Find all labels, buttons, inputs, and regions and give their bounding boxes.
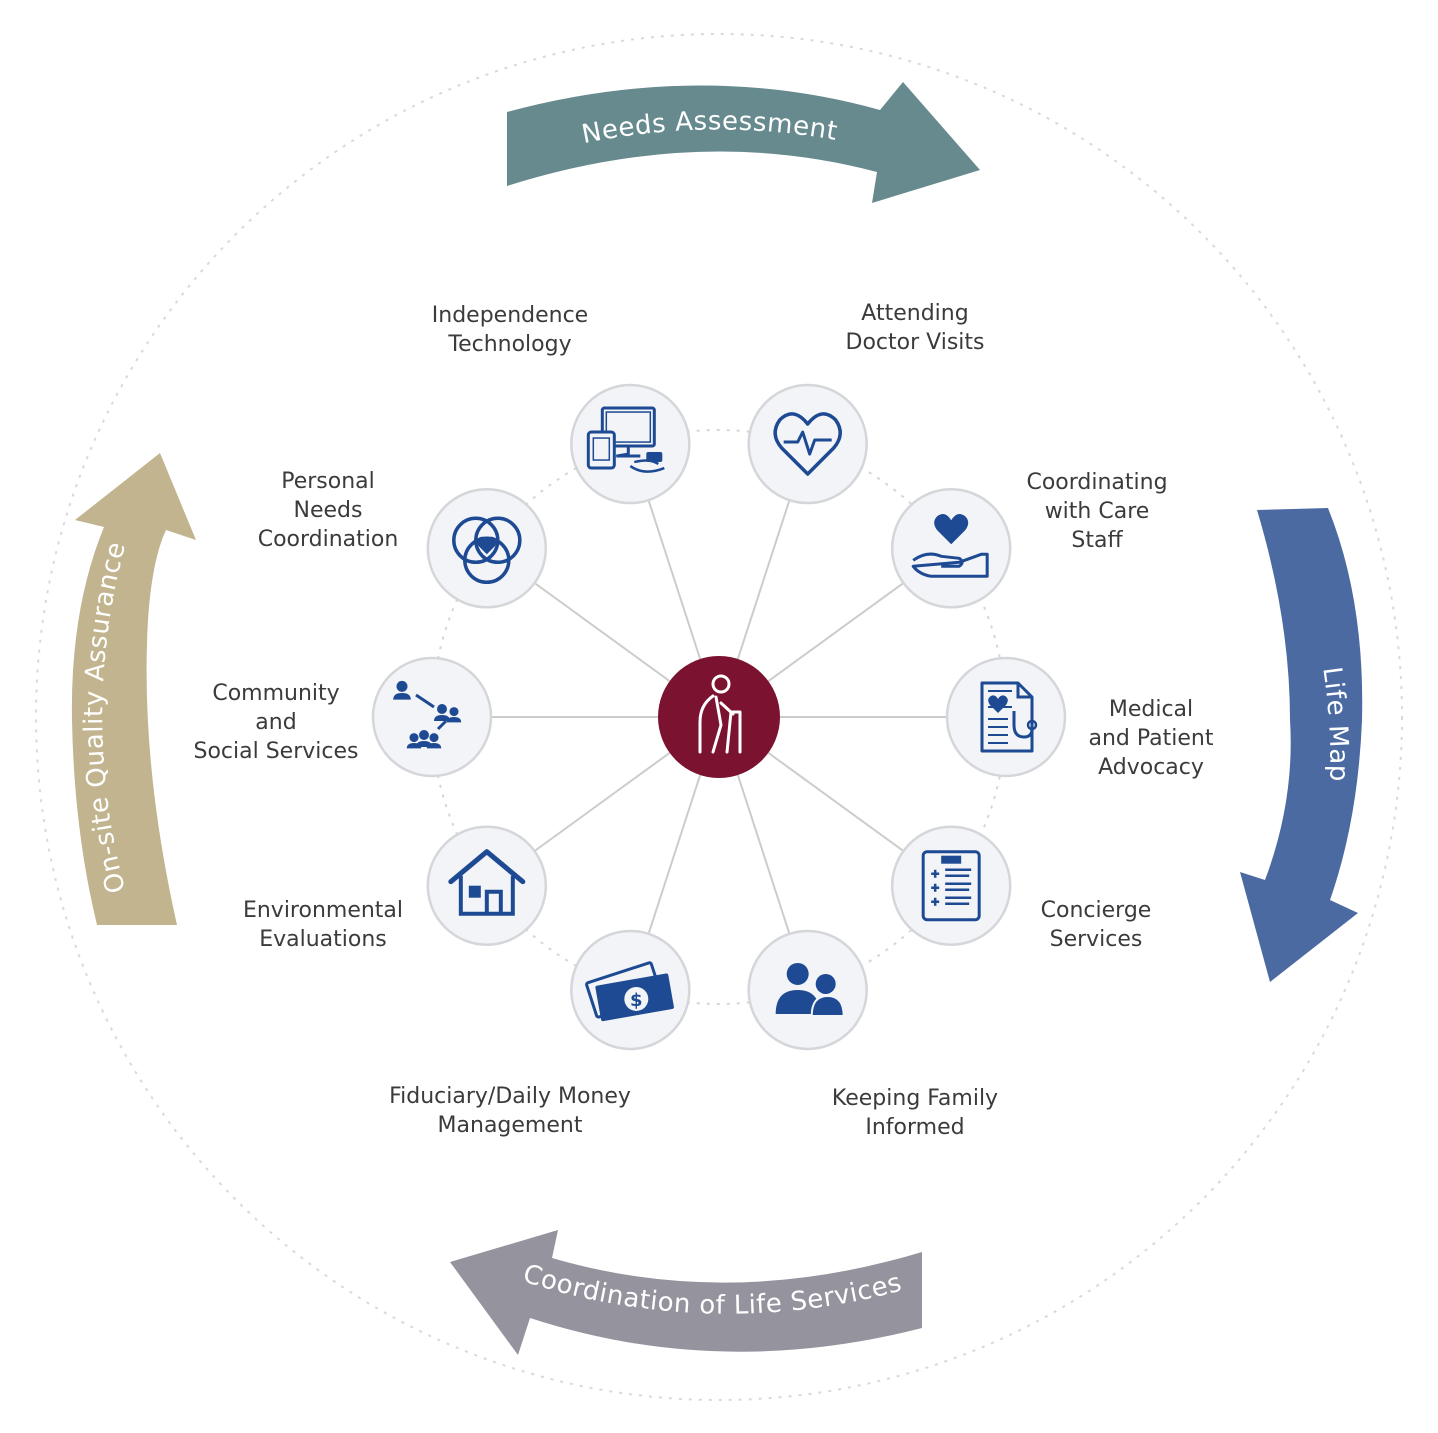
elderly-person-walker-icon xyxy=(698,674,742,754)
devices-icon xyxy=(586,406,665,473)
service-label-line: Services xyxy=(1050,927,1143,952)
service-label-line: Technology xyxy=(447,332,571,357)
outer-dotted-ring xyxy=(35,33,1403,1401)
service-node-circle xyxy=(890,825,1012,946)
service-label-line: Coordination xyxy=(258,527,399,552)
family-icon xyxy=(775,962,845,1017)
service-label-line: and Patient xyxy=(1089,726,1214,751)
service-node-circle xyxy=(371,656,493,778)
needs-assessment-arrow: Needs Assessment xyxy=(507,82,980,203)
service-label-line: Social Services xyxy=(194,739,359,764)
service-label-line: Doctor Visits xyxy=(846,330,985,355)
service-label-line: Staff xyxy=(1071,528,1123,553)
service-node-circle xyxy=(426,825,548,946)
on-site-arrow-shape xyxy=(71,453,196,925)
center-node xyxy=(658,656,780,778)
service-label-line: and xyxy=(255,710,296,735)
needs-assessment-arrow-shape xyxy=(507,82,980,203)
coordination-arrow-shape xyxy=(450,1230,922,1355)
service-label-line: Environmental xyxy=(243,898,403,923)
service-label-line: with Care xyxy=(1045,499,1150,524)
venn-heart-icon xyxy=(452,516,522,585)
service-label-line: Community xyxy=(212,681,339,706)
service-label-line: Keeping Family xyxy=(832,1086,998,1111)
community-network-icon xyxy=(393,680,462,749)
service-label-line: Management xyxy=(438,1113,583,1138)
house-icon xyxy=(448,849,526,916)
service-label-line: Concierge xyxy=(1041,898,1152,923)
heartbeat-icon xyxy=(773,412,842,476)
service-label-line: Independence xyxy=(432,303,588,328)
on-site-quality-assurance-arrow: On-site Quality Assurance xyxy=(71,453,196,925)
svg-text:$: $ xyxy=(630,990,643,1011)
service-node-circle xyxy=(747,929,868,1051)
service-label-line: Coordinating xyxy=(1026,470,1167,495)
service-label-line: Attending xyxy=(861,301,968,326)
service-label-line: Personal xyxy=(281,469,375,494)
service-node-circle xyxy=(945,656,1067,778)
service-label-line: Fiduciary/Daily Money xyxy=(389,1084,631,1109)
service-label-line: Advocacy xyxy=(1098,755,1204,780)
service-label-line: Medical xyxy=(1109,697,1193,722)
service-node-circle xyxy=(890,488,1012,609)
service-label-line: Informed xyxy=(865,1115,964,1140)
clipboard-list-icon xyxy=(921,850,981,922)
heart-in-hand-icon xyxy=(911,514,989,578)
life-map-arrow: Life Map xyxy=(1240,508,1363,982)
money-icon: $ xyxy=(585,961,674,1022)
coordination-of-life-services-arrow: Coordination of Life Services xyxy=(450,1230,922,1355)
life-map-arrow-shape xyxy=(1240,508,1363,982)
service-label-line: Evaluations xyxy=(259,927,387,952)
medical-report-icon xyxy=(980,681,1038,753)
service-label-line: Needs xyxy=(294,498,363,523)
